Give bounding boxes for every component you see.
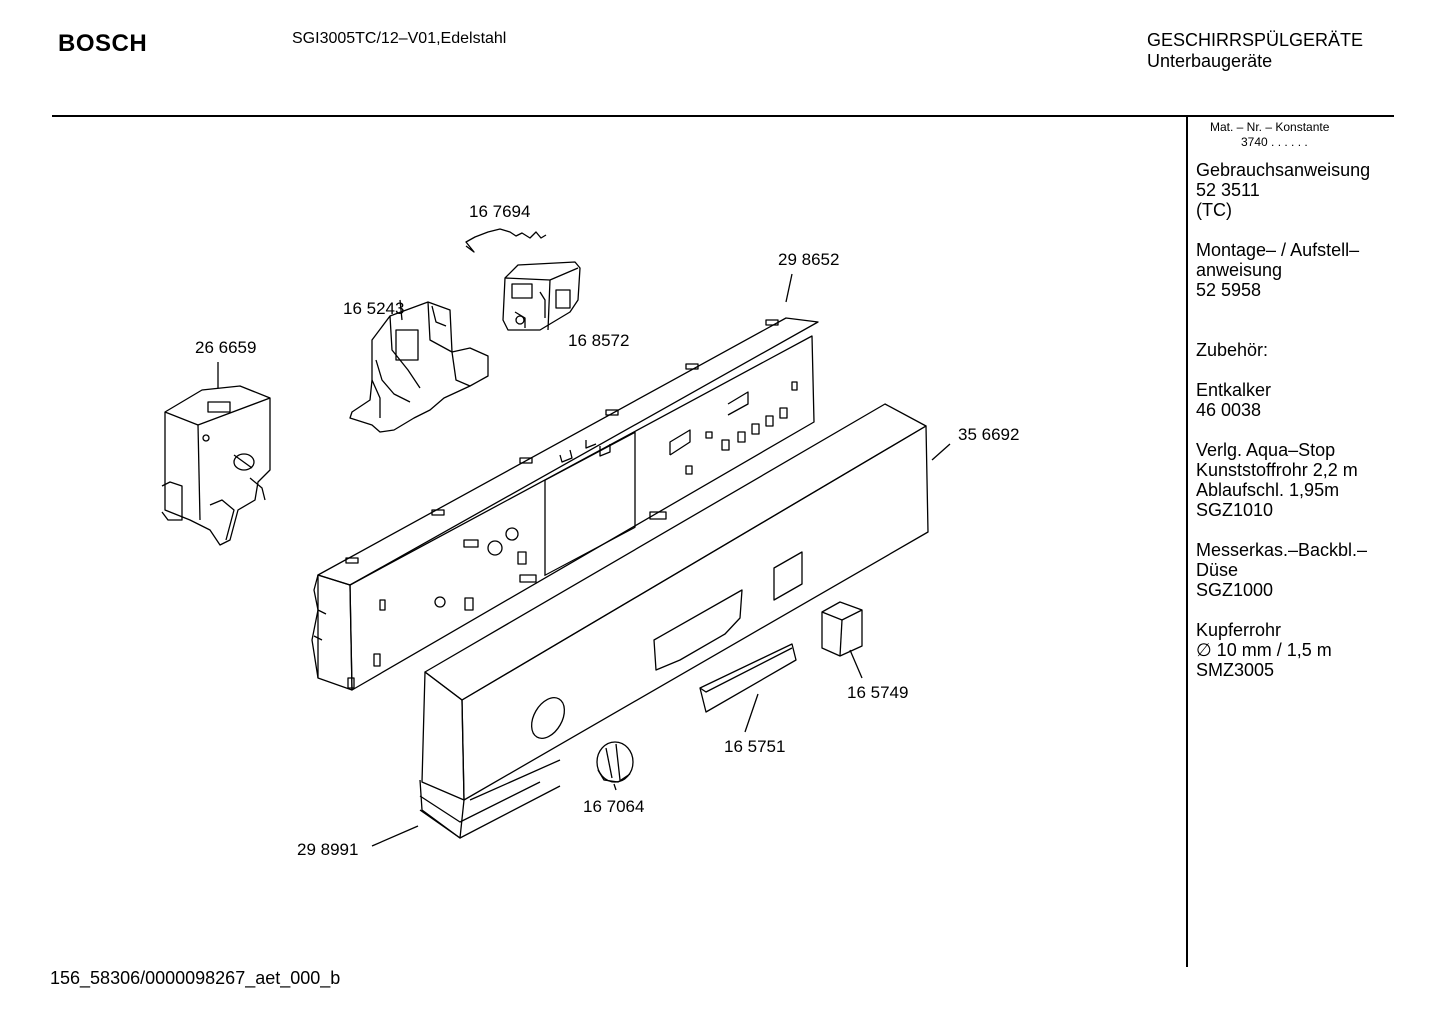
category-line-2: Unterbaugeräte: [1147, 51, 1273, 71]
header-rule: [52, 115, 1394, 117]
exploded-parts-diagram: 16 7694 29 8652 16 5243 16 8572 26 6659 …: [161, 202, 1019, 859]
button-strip: [699, 643, 797, 713]
part-label-168572: 16 8572: [568, 331, 629, 350]
knob-part: [596, 741, 634, 783]
sidebar-line: Kupferrohr: [1196, 620, 1282, 640]
timer-module: [161, 385, 271, 546]
main-panel: [311, 317, 819, 691]
part-label-356692: 35 6692: [958, 425, 1019, 444]
switch-part: [502, 261, 581, 331]
bracket-part: [349, 299, 489, 433]
category: GESCHIRRSPÜLGERÄTE Unterbaugeräte: [1147, 30, 1363, 72]
sidebar-line: 46 0038: [1196, 400, 1262, 420]
sidebar-line: Entkalker: [1196, 380, 1272, 400]
sidebar-line: ∅ 10 mm / 1,5 m: [1196, 640, 1332, 660]
part-label-165749: 16 5749: [847, 683, 908, 702]
sidebar-line: SMZ3005: [1196, 660, 1275, 680]
sidebar-line: SGZ1000: [1196, 580, 1274, 600]
sidebar-line: Montage– / Aufstell–: [1196, 240, 1360, 260]
sidebar-line: anweisung: [1196, 260, 1283, 280]
sidebar-block: Zubehör:: [1196, 320, 1370, 360]
sidebar-line: 52 5958: [1196, 280, 1262, 300]
spring-wire: [465, 228, 547, 253]
sidebar-rule: [1186, 115, 1188, 967]
footer-code: 156_58306/0000098267_aet_000_b: [50, 968, 341, 988]
sidebar-line: Zubehör:: [1196, 340, 1269, 360]
sidebar-line: Messerkas.–Backbl.–: [1196, 540, 1368, 560]
sidebar-line: 52 3511: [1196, 180, 1260, 200]
sidebar-line: Gebrauchsanweisung: [1196, 160, 1371, 180]
part-label-165243: 16 5243: [343, 299, 404, 318]
sidebar-line: Düse: [1196, 560, 1239, 580]
sidebar-line: (TC): [1196, 200, 1232, 220]
part-label-298652: 29 8652: [778, 250, 839, 269]
sidebar-line: Verlg. Aqua–Stop: [1196, 440, 1336, 460]
model-title: SGI3005TC/12–V01,Edelstahl: [292, 30, 507, 47]
part-label-165751: 16 5751: [724, 737, 785, 756]
leader-lines: [217, 273, 951, 847]
brand-logo: BOSCH: [58, 30, 148, 57]
constant-value: 3740 . . . . . .: [1241, 135, 1308, 149]
constant-label: Mat. – Nr. – Konstante: [1210, 120, 1330, 134]
sidebar-line: Ablaufschl. 1,95m: [1196, 480, 1340, 500]
part-label-298991: 29 8991: [297, 840, 358, 859]
sidebar-line: [1196, 320, 1370, 340]
part-label-266659: 26 6659: [195, 338, 256, 357]
part-label-167694: 16 7694: [469, 202, 530, 221]
fascia-panel: [419, 403, 929, 839]
sidebar-line: SGZ1010: [1196, 500, 1274, 520]
category-line-1: GESCHIRRSPÜLGERÄTE: [1147, 30, 1364, 50]
part-label-167064: 16 7064: [583, 797, 644, 816]
key-part: [821, 601, 863, 657]
sidebar-line: Kunststoffrohr 2,2 m: [1196, 460, 1358, 480]
constant-block: Mat. – Nr. – Konstante 3740 . . . . . .: [1210, 120, 1329, 150]
